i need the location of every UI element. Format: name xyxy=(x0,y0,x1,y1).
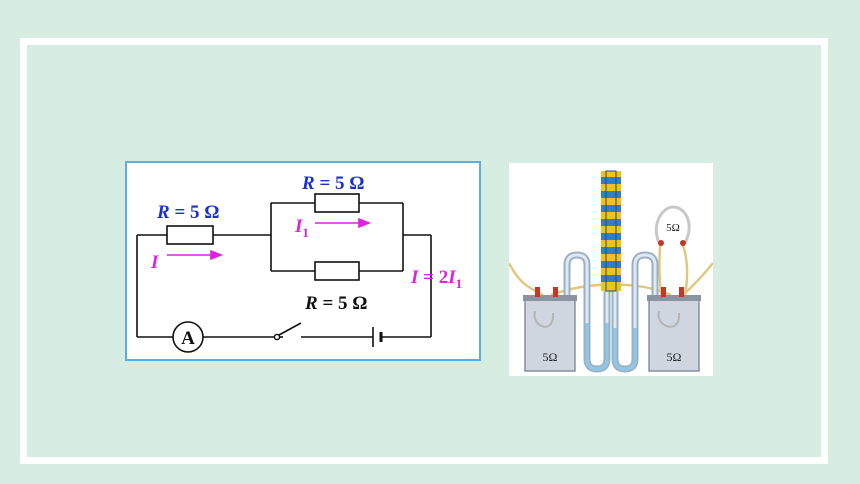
ammeter-icon xyxy=(172,321,204,353)
left-container-label: 5Ω xyxy=(543,350,558,364)
main-current-label: I xyxy=(150,252,159,273)
circuit-diagram: A R = 5 Ω R = 5 Ω R = 5 Ω I1 I I = 2I1 xyxy=(125,161,481,361)
right-terminal-b xyxy=(679,287,684,297)
scale-marks xyxy=(601,177,621,282)
resistor-lower xyxy=(314,261,360,281)
ammeter-label: A xyxy=(181,328,195,349)
right-terminal-a xyxy=(661,287,666,297)
left-tube-liquid xyxy=(585,323,609,371)
top-resistor-label: R = 5 Ω xyxy=(301,173,364,194)
left-terminal-b xyxy=(553,287,558,297)
left-resistor-label: R = 5 Ω xyxy=(156,202,219,223)
apparatus-svg: 5Ω 5Ω 5Ω xyxy=(509,170,713,373)
joule-apparatus-image: 5Ω 5Ω 5Ω xyxy=(509,163,713,376)
bottom-resistor-label: R = 5 Ω xyxy=(304,293,367,314)
left-terminal-a xyxy=(535,287,540,297)
left-container xyxy=(524,298,576,372)
scale-ruler xyxy=(601,171,621,291)
branch-current-label: I1 xyxy=(294,216,309,240)
branch-current-arrowhead xyxy=(358,217,372,229)
wire-to-ext-resistor-r xyxy=(679,240,689,296)
resistor-left xyxy=(166,225,214,245)
circuit-svg: A R = 5 Ω R = 5 Ω R = 5 Ω I1 I I = 2I1 xyxy=(136,173,462,353)
resistor-upper xyxy=(314,193,360,213)
external-resistor-coil xyxy=(654,205,691,244)
external-resistor-label: 5Ω xyxy=(666,222,680,234)
total-current-label: I = 2I1 xyxy=(410,267,462,291)
wire-to-ext-resistor-l xyxy=(658,240,663,296)
right-container-label: 5Ω xyxy=(667,350,682,364)
right-coil xyxy=(657,310,681,328)
switch-blade xyxy=(278,322,302,336)
left-coil xyxy=(533,310,555,328)
right-tube-liquid xyxy=(613,328,637,371)
right-container xyxy=(648,298,700,372)
main-current-arrowhead xyxy=(210,249,224,261)
switch-pivot xyxy=(273,333,281,341)
